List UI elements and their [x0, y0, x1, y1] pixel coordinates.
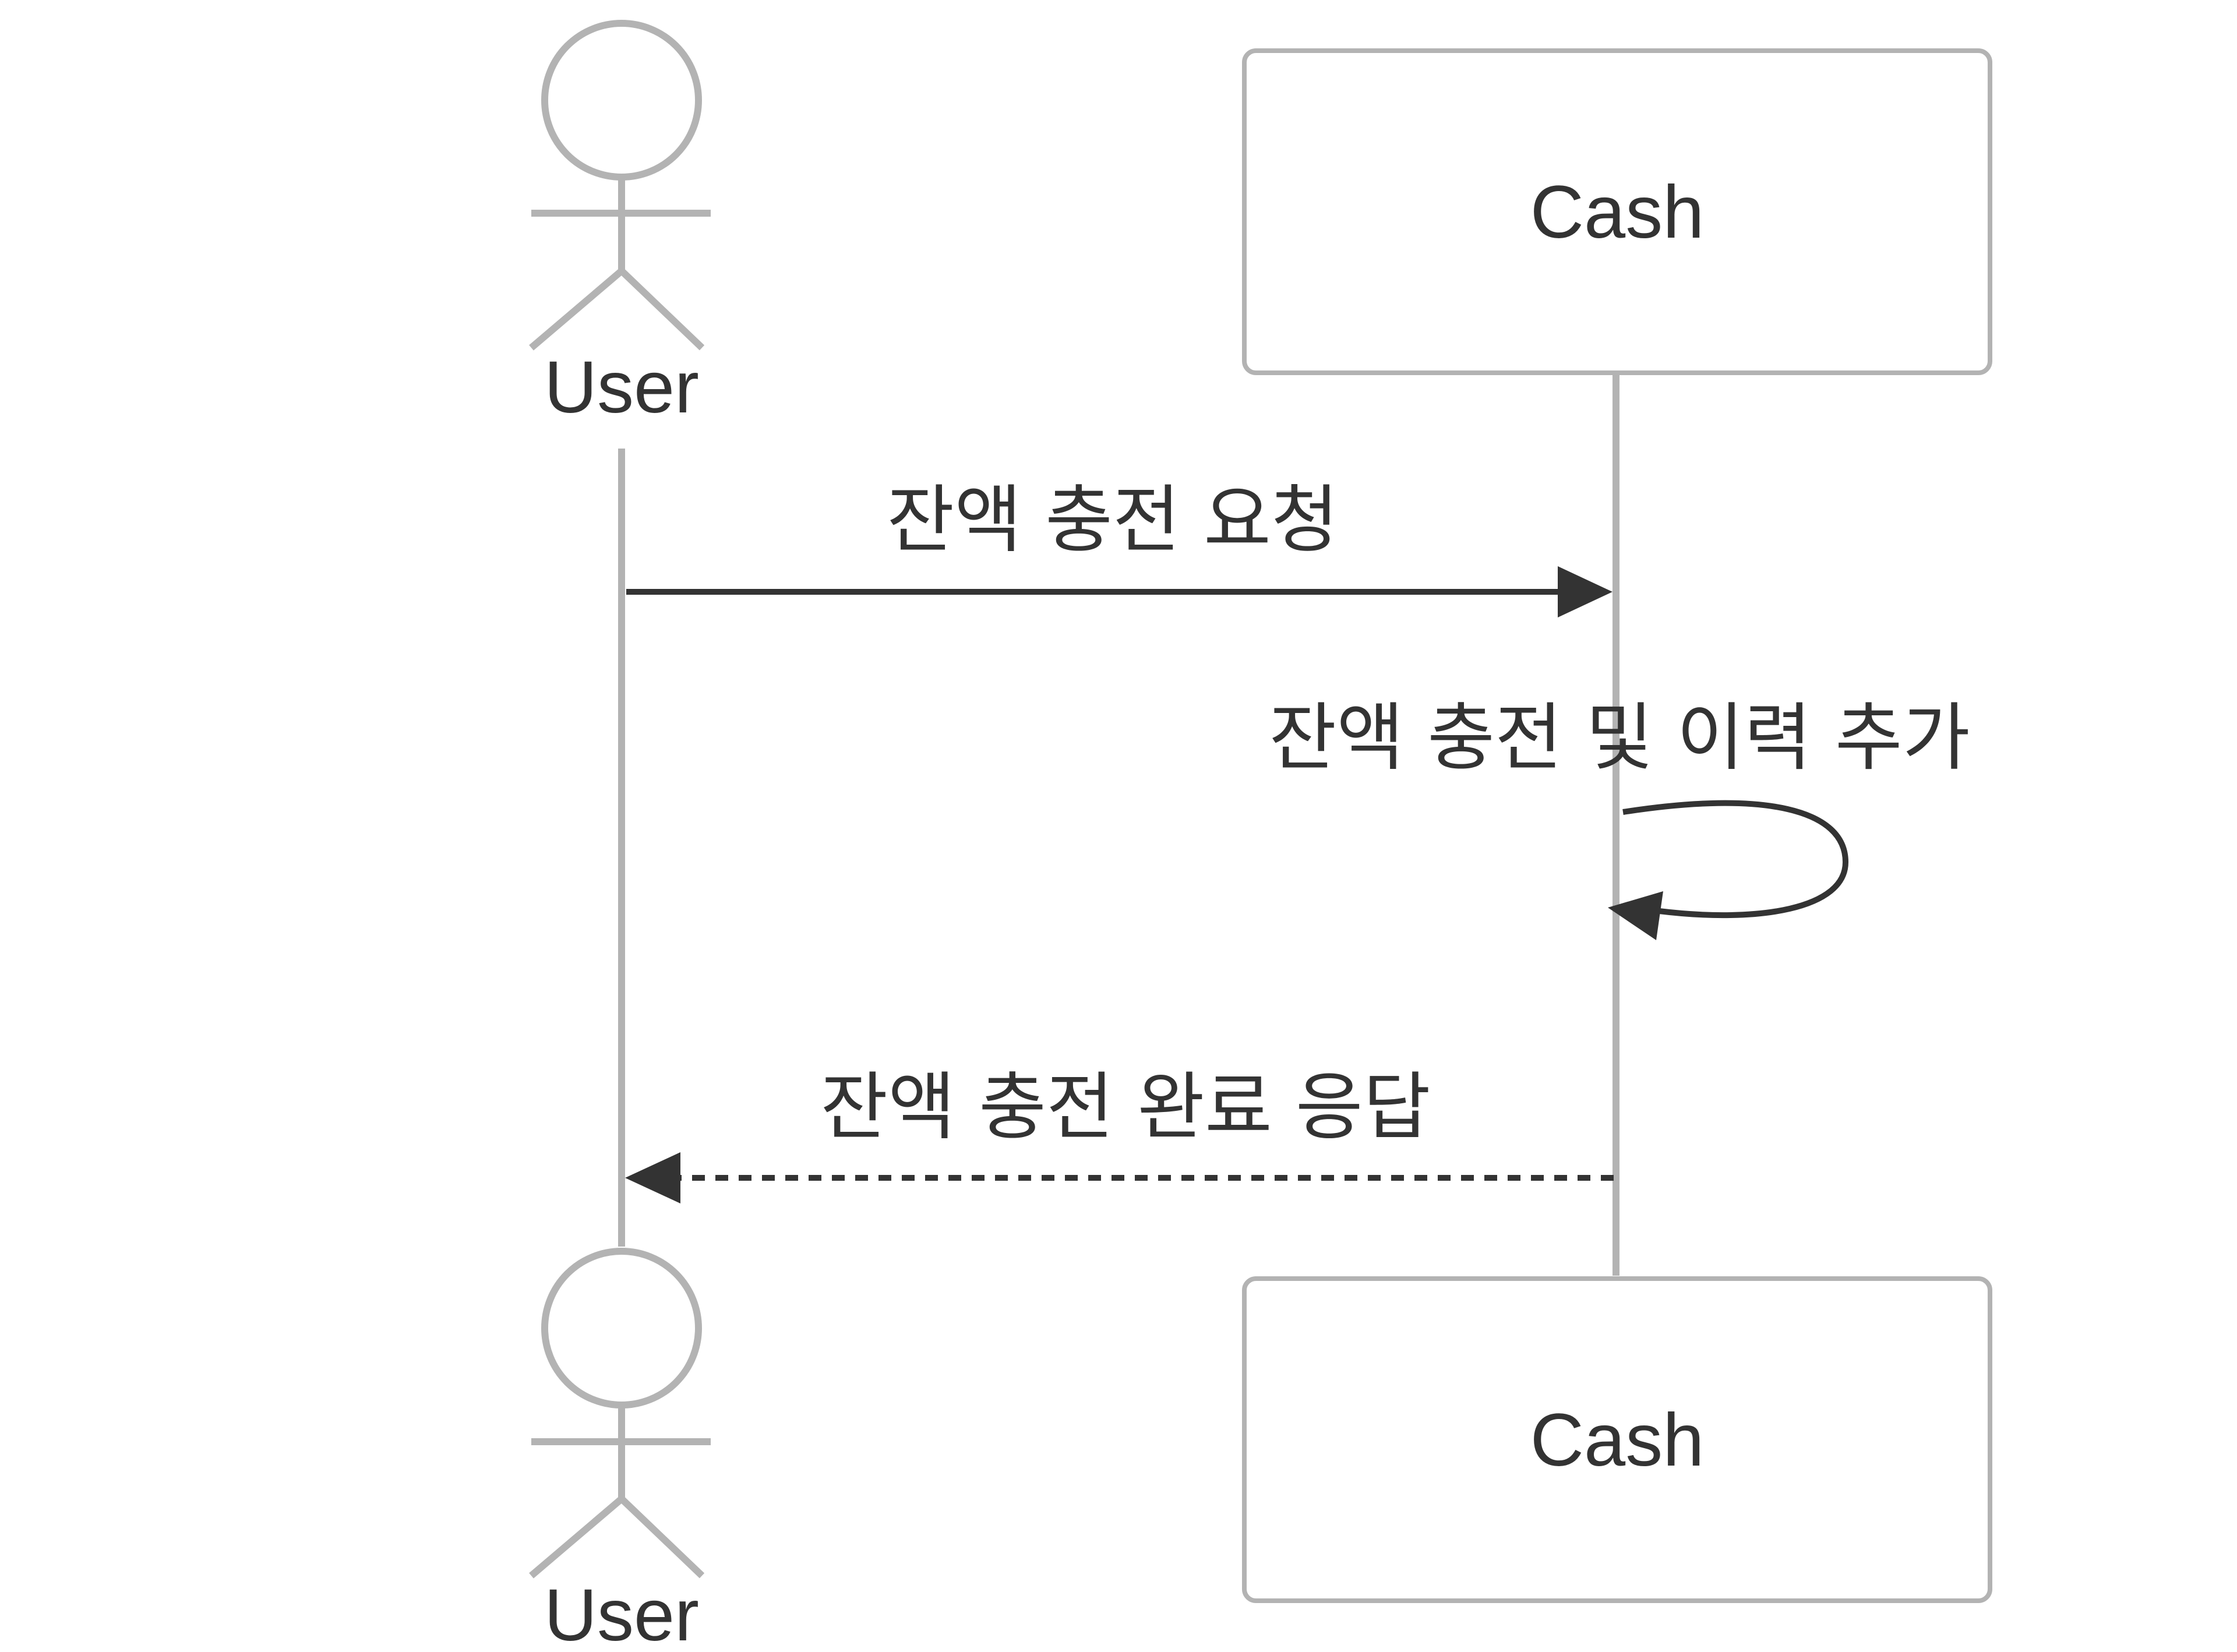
- cash-participant-top: Cash: [1242, 48, 1992, 375]
- user-actor-left-leg: [529, 268, 624, 351]
- user-actor-right-leg: [619, 268, 705, 351]
- user-actor-left-leg-bottom: [529, 1496, 624, 1579]
- message-1: 잔액 충전 요청: [626, 477, 1613, 617]
- message-1-arrowhead: [1558, 566, 1613, 617]
- message-2-label: 잔액 충전 및 이력 추가: [1269, 695, 1970, 781]
- message-2-loop: [1622, 800, 1849, 919]
- message-3: 잔액 충전 완료 응답: [625, 1064, 1614, 1203]
- cash-participant-bottom: Cash: [1242, 1276, 1992, 1603]
- message-3-arrowhead: [625, 1152, 680, 1203]
- message-3-label: 잔액 충전 완료 응답: [820, 1064, 1431, 1150]
- user-actor-label-bottom: User: [544, 1574, 699, 1652]
- user-actor-bottom: User: [529, 1248, 711, 1652]
- user-actor-right-leg-bottom: [619, 1496, 705, 1579]
- message-1-label: 잔액 충전 요청: [887, 477, 1339, 563]
- cash-box-label: Cash: [1530, 171, 1705, 254]
- cash-box-bottom: [1242, 1276, 1992, 1603]
- message-2: 잔액 충전 및 이력 추가: [1269, 695, 1970, 940]
- user-actor-label: User: [544, 346, 699, 428]
- user-actor-top: User: [529, 20, 711, 428]
- message-2-arrowhead: [1608, 891, 1663, 940]
- cash-box: [1242, 48, 1992, 375]
- user-actor-head: [541, 20, 702, 181]
- cash-box-label-bottom: Cash: [1530, 1399, 1705, 1482]
- user-actor-head-bottom: [541, 1248, 702, 1409]
